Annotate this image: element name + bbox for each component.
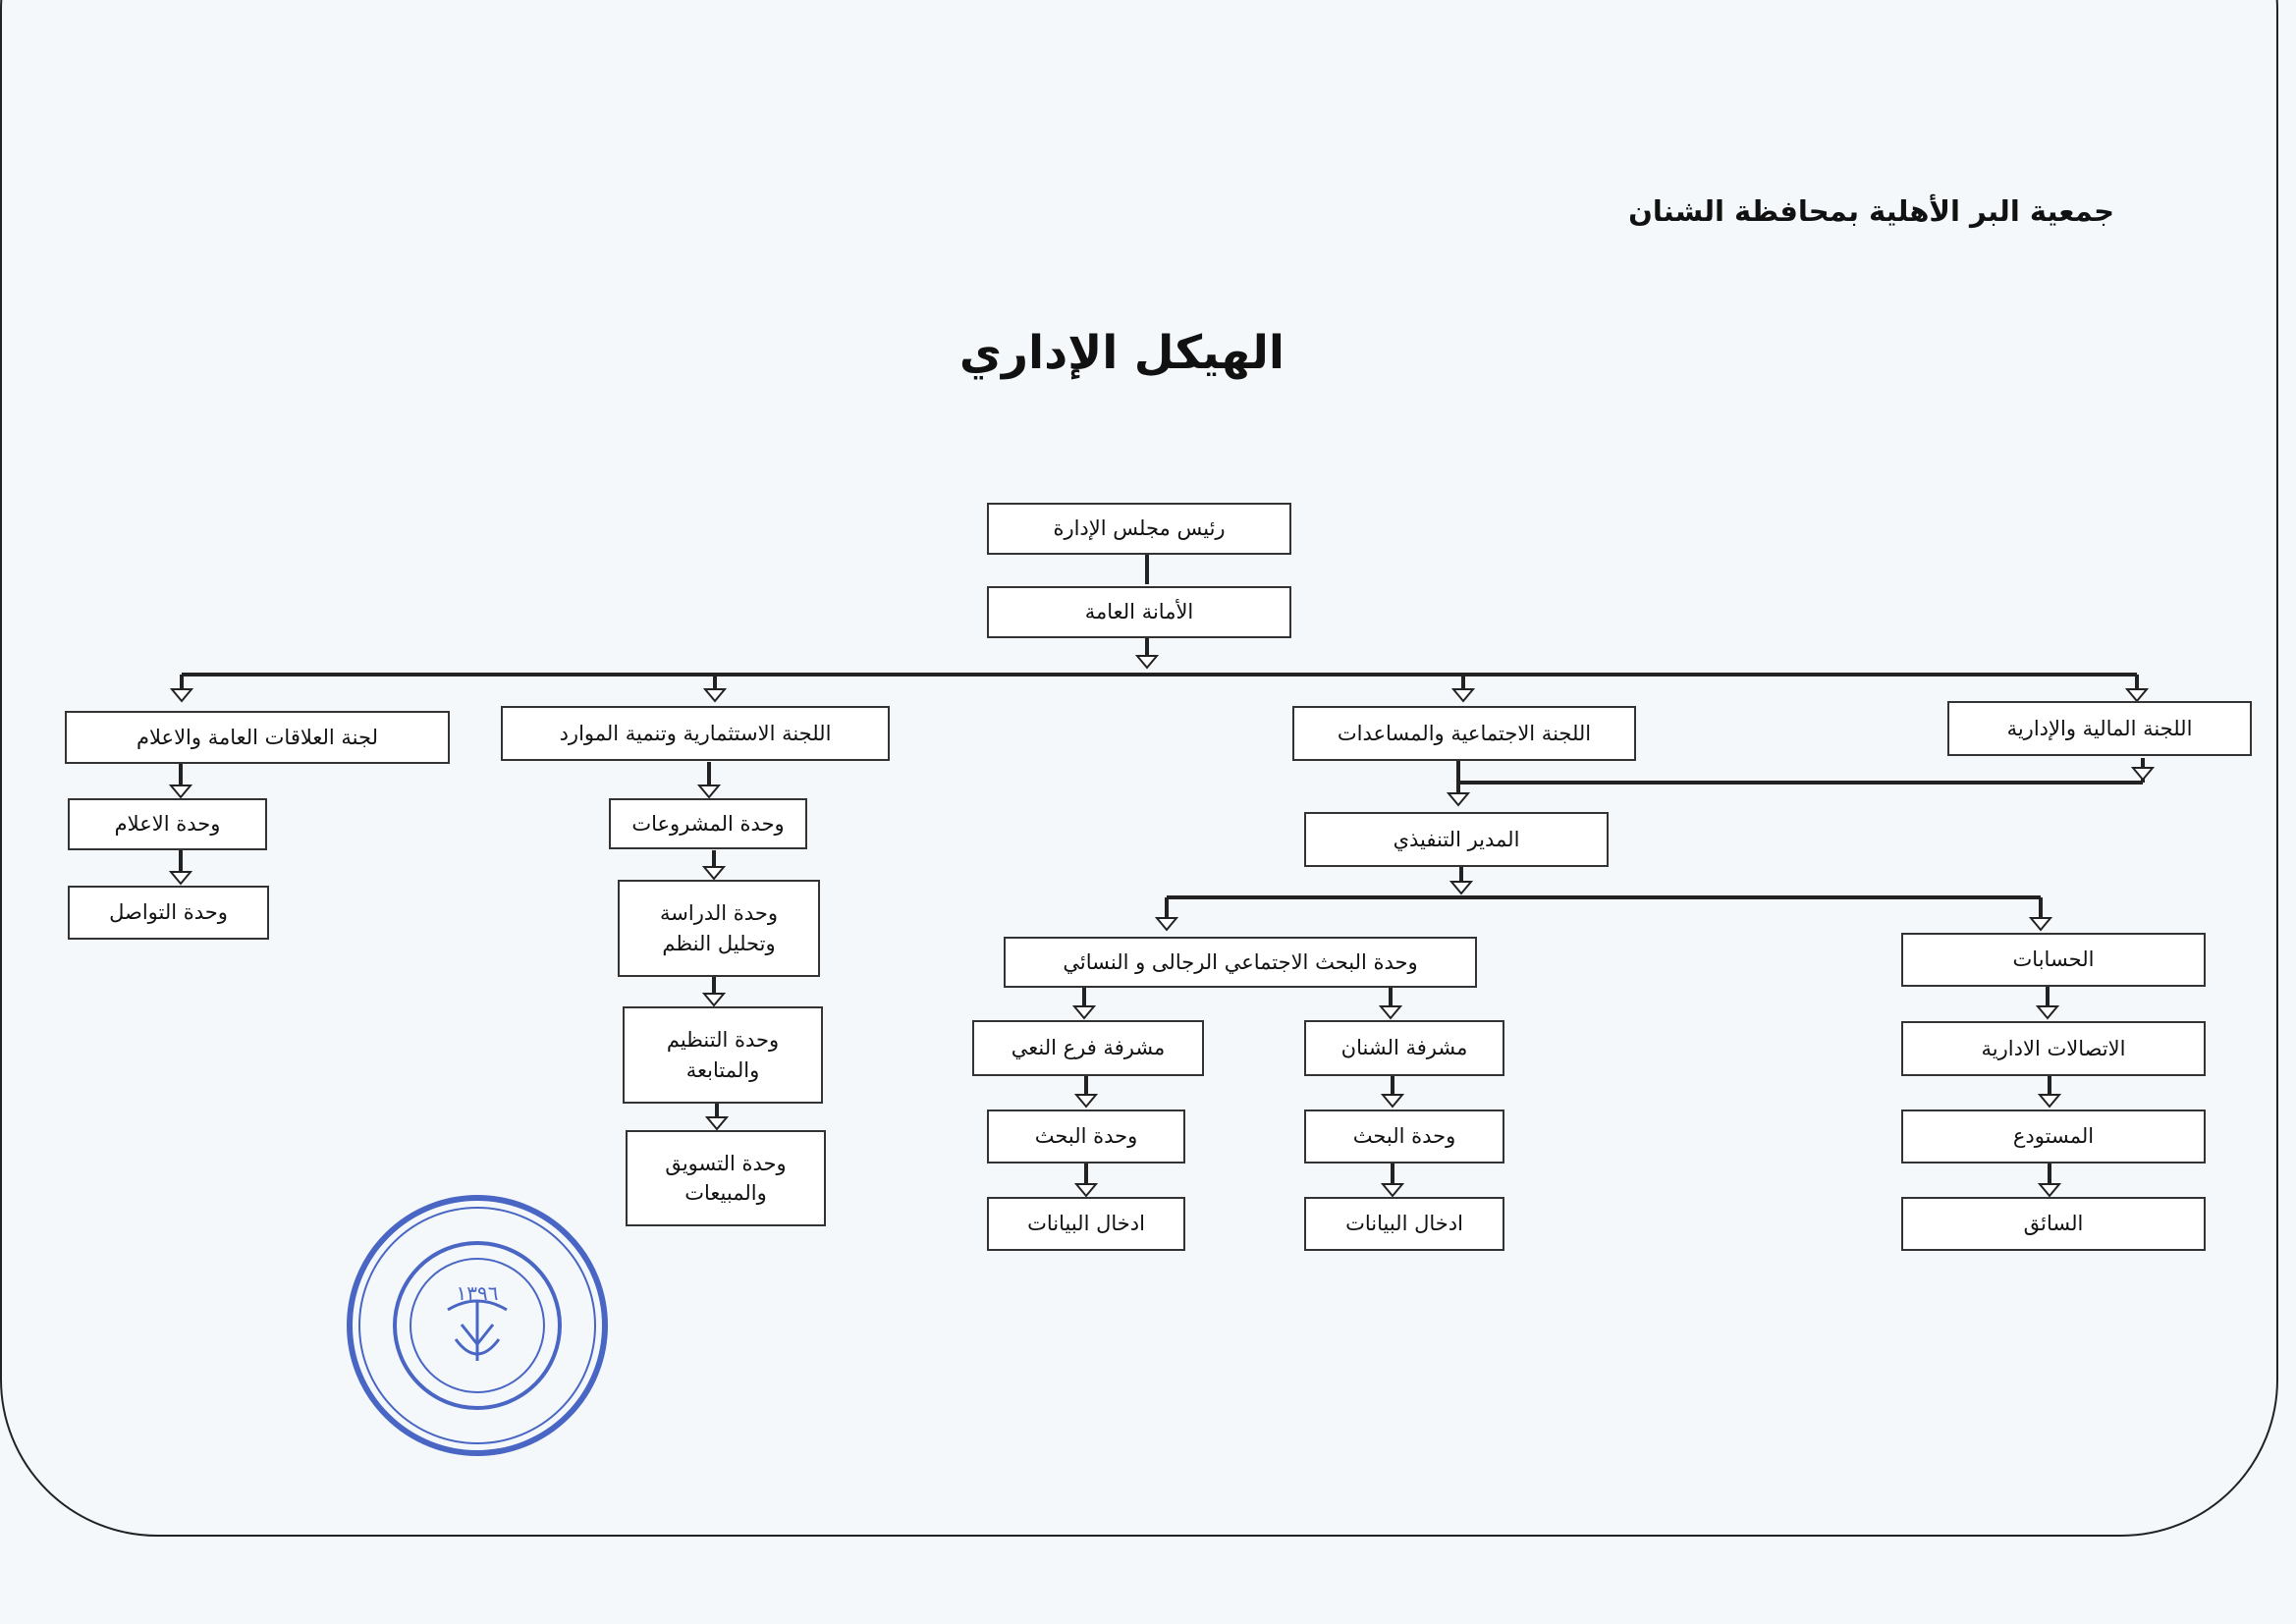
box-executive-director: المدير التنفيذي	[1304, 812, 1609, 867]
box-organization-followup-unit: وحدة التنظيم والمتابعة	[623, 1006, 823, 1104]
box-projects-unit: وحدة المشروعات	[609, 798, 807, 849]
svg-text:جمعية البر الخيرية بالشنان ٢٣٧: جمعية البر الخيرية بالشنان ٢٣٧	[346, 1192, 357, 1199]
organization-name: جمعية البر الأهلية بمحافظة الشنان	[1628, 194, 2114, 228]
box-chairman: رئيس مجلس الإدارة	[987, 503, 1291, 555]
box-studies-systems-unit: وحدة الدراسة وتحليل النظم	[618, 880, 820, 977]
svg-text:١٣٩٦: ١٣٩٦	[457, 1281, 499, 1305]
box-social-research-unit: وحدة البحث الاجتماعي الرجالى و النسائي	[1004, 937, 1477, 988]
box-research-unit-naei: وحدة البحث	[987, 1110, 1185, 1164]
box-investment-committee: اللجنة الاستثمارية وتنمية الموارد	[501, 706, 890, 761]
page-border	[0, 0, 2278, 1537]
box-driver: السائق	[1901, 1197, 2206, 1251]
box-data-entry-naei: ادخال البيانات	[987, 1197, 1185, 1251]
box-warehouse: المستودع	[1901, 1110, 2206, 1164]
box-communication-unit: وحدة التواصل	[68, 886, 269, 940]
page-title: الهيكل الإداري	[958, 326, 1285, 380]
box-admin-communications: الاتصالات الادارية	[1901, 1021, 2206, 1076]
box-general-secretariat: الأمانة العامة	[987, 586, 1291, 638]
connector-arrows	[168, 655, 2156, 1198]
box-finance-admin-committee: اللجنة المالية والإدارية	[1947, 701, 2252, 756]
box-accounts: الحسابات	[1901, 933, 2206, 987]
box-social-aid-committee: اللجنة الاجتماعية والمساعدات	[1292, 706, 1636, 761]
box-data-entry-shanan: ادخال البيانات	[1304, 1197, 1504, 1251]
box-research-unit-shanan: وحدة البحث	[1304, 1110, 1504, 1164]
organization-seal: جمعية البر الخيرية بالشنان ٢٣٧ ١٣٩٦	[346, 1192, 608, 1456]
box-media-unit: وحدة الاعلام	[68, 798, 267, 850]
connector-paths	[179, 550, 2145, 1184]
box-supervisor-shanan: مشرفة الشنان	[1304, 1020, 1504, 1076]
box-supervisor-naei: مشرفة فرع النعي	[972, 1020, 1204, 1076]
box-marketing-sales-unit: وحدة التسويق والمبيعات	[626, 1130, 826, 1226]
box-public-relations-committee: لجنة العلاقات العامة والاعلام	[65, 711, 450, 764]
